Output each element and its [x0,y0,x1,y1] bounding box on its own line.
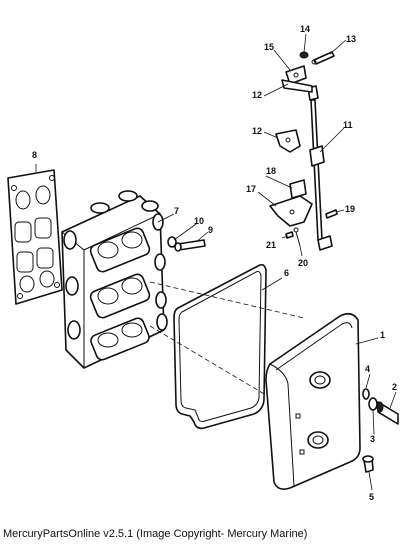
part-17-bracket[interactable] [269,195,313,227]
part-6-cover-gasket[interactable] [173,263,267,430]
part-1-cover[interactable] [265,312,361,490]
part-7-reed-housing[interactable] [61,190,168,369]
callout-17: 17 [246,184,256,194]
callout-12-lower: 12 [252,126,262,136]
callout-4: 4 [365,364,370,374]
part-15-link[interactable] [285,65,307,85]
callout-9: 9 [208,225,213,235]
part-9-screw[interactable] [174,239,206,252]
callout-11: 11 [343,120,353,130]
callout-7: 7 [174,206,179,216]
alignment-line [149,281,305,319]
part-14-washer[interactable] [299,51,309,59]
callout-18: 18 [266,166,276,176]
part-12-link-upper[interactable] [281,79,313,93]
callout-8: 8 [32,150,37,160]
callout-2: 2 [392,382,397,392]
callout-1: 1 [380,330,385,340]
part-18-clip[interactable] [289,179,307,199]
callout-5: 5 [369,492,374,502]
callout-labels: 8 7 10 9 6 1 4 2 3 5 11 12 12 13 14 15 1… [32,24,397,502]
part-19-pin[interactable] [325,209,338,219]
part-20-clip[interactable] [293,227,301,247]
callout-21: 21 [266,240,276,250]
callout-12-upper: 12 [252,90,262,100]
callout-14: 14 [300,24,310,34]
part-12-link-lower[interactable] [275,129,301,153]
copyright-footer: MercuryPartsOnline v2.5.1 (Image Copyrig… [3,528,308,540]
leader-lines [35,33,397,491]
part-21-pin[interactable] [285,231,294,239]
part-10-washer[interactable] [167,236,177,248]
part-13-screw[interactable] [311,51,335,65]
part-11-rod[interactable] [307,85,333,251]
part-4-washer[interactable] [362,388,370,400]
part-5-plug[interactable] [362,455,374,473]
callout-13: 13 [346,34,356,44]
part-8-gasket[interactable] [7,169,63,305]
callout-20: 20 [298,258,308,268]
callout-6: 6 [284,268,289,278]
callout-15: 15 [264,42,274,52]
callout-19: 19 [345,204,355,214]
callout-10: 10 [194,216,204,226]
part-2-hose[interactable] [376,401,399,425]
callout-3: 3 [370,434,375,444]
part-3-fitting[interactable] [368,397,378,411]
